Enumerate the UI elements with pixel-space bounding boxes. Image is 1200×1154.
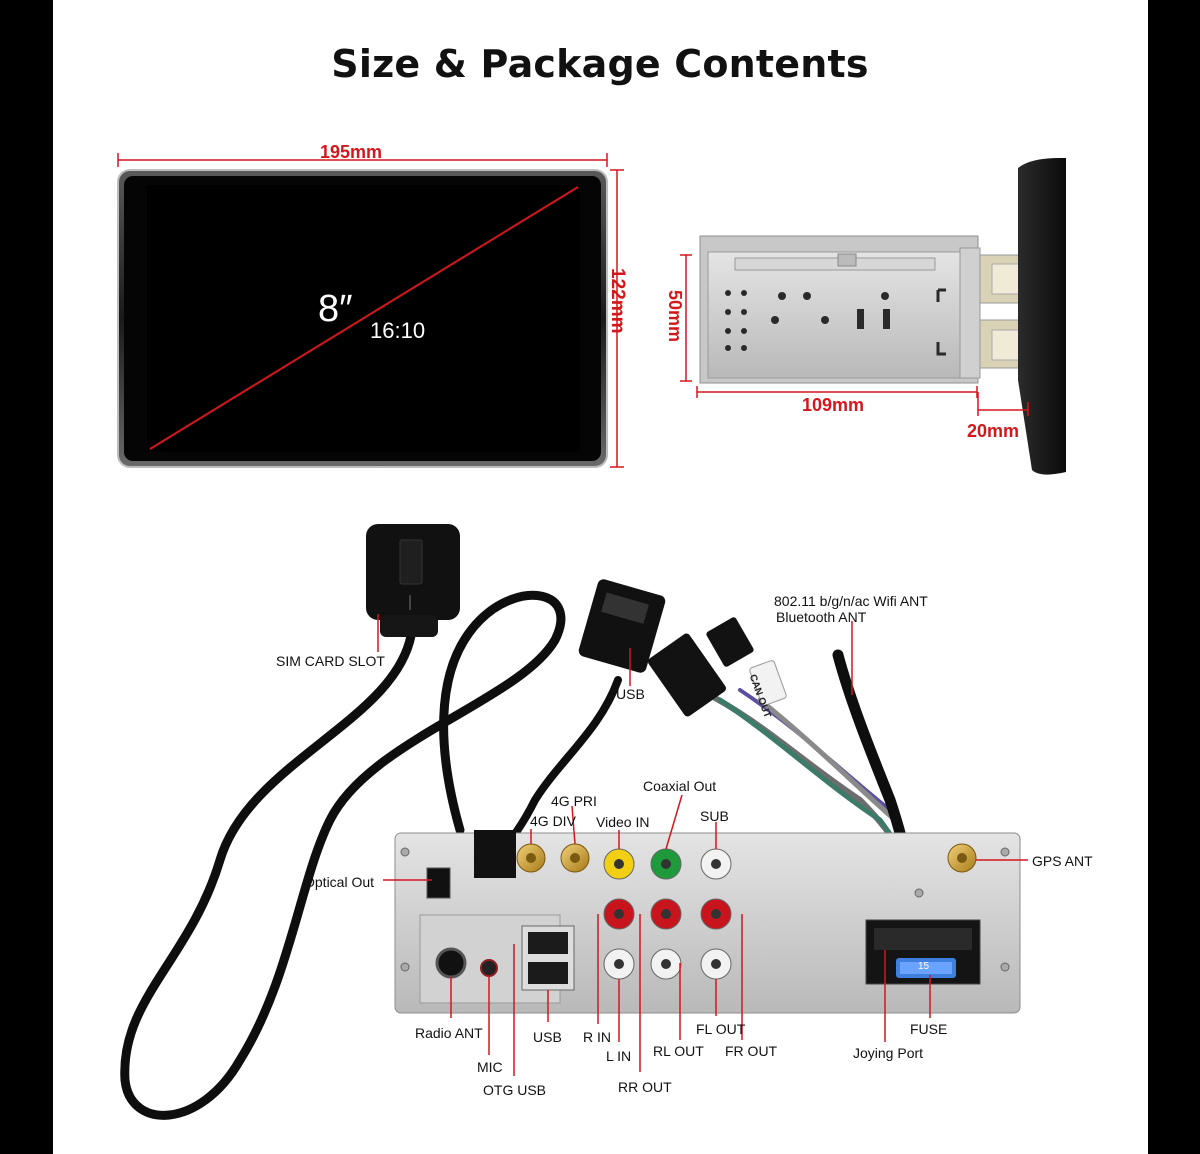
callout-lines [377,614,1028,1076]
callout-radio-ant: Radio ANT [415,1025,483,1041]
width-label: 195mm [320,142,383,162]
panel-thickness-line [977,392,1029,416]
callout-otg-usb: OTG USB [483,1082,547,1098]
height-dimension-line [610,169,624,468]
callout-bluetooth-ant: Bluetooth ANT [776,609,867,625]
ratio-label: 16:10 [370,318,426,343]
callout-usb-cable: USB [616,686,645,702]
callout-4g-div: 4G DIV [530,813,576,829]
page-title: Size & Package Contents [331,42,869,86]
callout-4g-pri: 4G PRI [551,793,597,809]
depth-line [696,386,978,398]
panel-thickness-label: 20mm [967,421,1020,441]
callout-video-in: Video IN [596,814,650,830]
callout-r-in: R IN [583,1029,611,1045]
callout-sim-card-slot: SIM CARD SLOT [276,653,385,669]
callout-coaxial-out: Coaxial Out [643,778,717,794]
joying-port [865,919,981,985]
callout-rr-out: RR OUT [618,1079,672,1095]
width-dimension-line [117,153,608,167]
callout-fr-out: FR OUT [725,1043,778,1059]
depth-label: 109mm [802,395,865,415]
callout-wifi-ant: 802.11 b/g/n/ac Wifi ANT [774,593,928,609]
callout-gps-ant: GPS ANT [1032,853,1093,869]
harness-connectors [648,617,787,717]
side-view [699,158,1066,475]
sma-connectors [516,843,977,873]
rca-jacks [603,848,732,980]
callout-rl-out: RL OUT [653,1043,704,1059]
sim-card-box [366,524,460,637]
callout-usb-port: USB [533,1029,562,1045]
diagonal-label: 8″ [318,288,353,330]
callout-sub: SUB [700,808,729,824]
callout-optical-out: Optical Out [304,874,375,890]
callout-l-in: L IN [606,1048,632,1064]
chassis-height-line [680,254,692,382]
fuse-rating: 15 [918,961,930,972]
front-screen [117,169,608,468]
callout-fuse: FUSE [910,1021,948,1037]
callout-fl-out: FL OUT [696,1021,746,1037]
callout-joying-port: Joying Port [853,1045,924,1061]
usb-connector [578,579,666,673]
chassis-height-label: 50mm [665,290,685,343]
height-label: 122mm [607,268,628,334]
callout-mic: MIC [477,1059,503,1075]
